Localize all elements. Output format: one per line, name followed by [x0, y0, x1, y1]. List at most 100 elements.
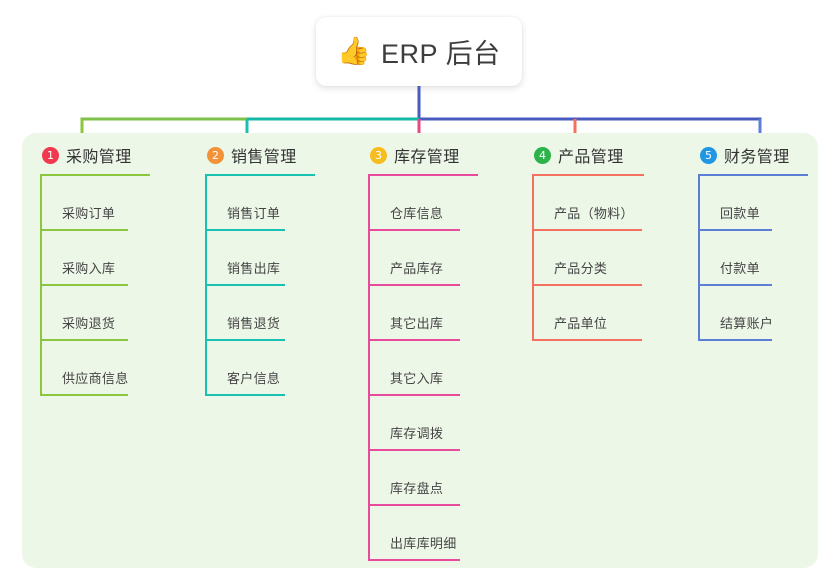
leaf-node-label: 其它入库 [390, 371, 444, 386]
branch-column: 4 产品管理产品（物料） 产品分类产品单位 [532, 143, 644, 341]
branch-spine [698, 176, 700, 341]
leaf-node-label: 客户信息 [227, 371, 281, 386]
leaf-node-rule [532, 229, 642, 231]
leaf-node-label: 销售退货 [227, 316, 281, 331]
branch-header[interactable]: 1 采购管理 [40, 143, 150, 167]
branch-leaf-list: 采购订单采购入库采购退货供应商信息 [40, 176, 150, 396]
leaf-node-label: 采购入库 [62, 261, 116, 276]
leaf-node-label: 销售出库 [227, 261, 281, 276]
branch-header-rule [532, 174, 644, 176]
leaf-node-rule [368, 394, 460, 396]
leaf-node[interactable]: 采购入库 [40, 231, 150, 286]
leaf-node-label: 出库库明细 [390, 536, 457, 551]
leaf-node-label: 产品单位 [554, 316, 608, 331]
leaf-node[interactable]: 其它出库 [368, 286, 478, 341]
leaf-node[interactable]: 出库库明细 [368, 506, 478, 561]
branch-header-rule [698, 174, 808, 176]
leaf-node-rule [40, 339, 128, 341]
branch-index-badge: 2 [207, 146, 224, 164]
leaf-node[interactable]: 结算账户 [698, 286, 808, 341]
branch-title: 采购管理 [66, 149, 132, 166]
leaf-node-label: 产品分类 [554, 261, 608, 276]
branch-column: 5 财务管理回款单付款单结算账户 [698, 143, 808, 341]
branch-column: 3 库存管理仓库信息产品库存其它出库其它入库库存调拨库存盘点出库库明细 [368, 143, 478, 561]
leaf-node[interactable]: 客户信息 [205, 341, 315, 396]
leaf-node[interactable]: 销售出库 [205, 231, 315, 286]
leaf-node-label: 供应商信息 [62, 371, 129, 386]
leaf-node-label: 销售订单 [227, 206, 281, 221]
leaf-node-rule [368, 504, 460, 506]
leaf-node-label: 采购订单 [62, 206, 116, 221]
leaf-node[interactable]: 销售订单 [205, 176, 315, 231]
branch-column: 1 采购管理采购订单采购入库采购退货供应商信息 [40, 143, 150, 396]
leaf-node-rule [698, 229, 772, 231]
leaf-node-rule [368, 284, 460, 286]
leaf-node-label: 产品（物料） [554, 206, 634, 221]
branch-title: 财务管理 [724, 149, 790, 166]
leaf-node-rule [368, 339, 460, 341]
leaf-node-rule [205, 339, 285, 341]
leaf-node-rule [698, 284, 772, 286]
branch-header-rule [40, 174, 150, 176]
leaf-node-rule [40, 284, 128, 286]
root-node-label: ERP 后台 [381, 39, 501, 69]
leaf-node-rule [368, 229, 460, 231]
branch-header[interactable]: 4 产品管理 [532, 143, 644, 167]
branch-header[interactable]: 3 库存管理 [368, 143, 478, 167]
thumbs-up-icon: 👍 [337, 36, 372, 66]
branch-spine [40, 176, 42, 396]
leaf-node-rule [368, 449, 460, 451]
leaf-node[interactable]: 其它入库 [368, 341, 478, 396]
leaf-node-label: 其它出库 [390, 316, 444, 331]
leaf-node-rule [698, 339, 772, 341]
branch-header[interactable]: 2 销售管理 [205, 143, 315, 167]
leaf-node-label: 库存调拨 [390, 426, 444, 441]
branch-leaf-list: 回款单付款单结算账户 [698, 176, 808, 341]
branch-index-badge: 5 [700, 146, 717, 164]
leaf-node-label: 采购退货 [62, 316, 116, 331]
leaf-node[interactable]: 产品分类 [532, 231, 644, 286]
branch-header-rule [205, 174, 315, 176]
leaf-node[interactable]: 库存调拨 [368, 396, 478, 451]
leaf-node-rule [205, 229, 285, 231]
branch-title: 产品管理 [558, 149, 624, 166]
leaf-node[interactable]: 采购订单 [40, 176, 150, 231]
leaf-node[interactable]: 仓库信息 [368, 176, 478, 231]
leaf-node[interactable]: 采购退货 [40, 286, 150, 341]
branch-index-badge: 1 [42, 146, 59, 164]
leaf-node[interactable]: 付款单 [698, 231, 808, 286]
root-node-card[interactable]: 👍 ERP 后台 [316, 17, 522, 86]
branches-panel [22, 133, 818, 568]
leaf-node-label: 回款单 [720, 206, 760, 221]
leaf-node[interactable]: 供应商信息 [40, 341, 150, 396]
leaf-node-label: 付款单 [720, 261, 760, 276]
branch-header[interactable]: 5 财务管理 [698, 143, 808, 167]
branch-title: 销售管理 [231, 149, 297, 166]
leaf-node-label: 结算账户 [720, 316, 774, 331]
leaf-node-label: 库存盘点 [390, 481, 444, 496]
branch-leaf-list: 销售订单销售出库销售退货客户信息 [205, 176, 315, 396]
leaf-node[interactable]: 产品库存 [368, 231, 478, 286]
leaf-node-rule [532, 339, 642, 341]
leaf-node[interactable]: 销售退货 [205, 286, 315, 341]
leaf-node-rule [40, 394, 128, 396]
leaf-node[interactable]: 回款单 [698, 176, 808, 231]
leaf-node[interactable]: 产品（物料） [532, 176, 644, 231]
branch-spine [368, 176, 370, 561]
branch-title: 库存管理 [394, 149, 460, 166]
leaf-node-rule [368, 559, 460, 561]
branch-index-badge: 3 [370, 146, 387, 164]
leaf-node-rule [205, 394, 285, 396]
branch-leaf-list: 仓库信息产品库存其它出库其它入库库存调拨库存盘点出库库明细 [368, 176, 478, 561]
leaf-node-rule [532, 284, 642, 286]
branch-leaf-list: 产品（物料） 产品分类产品单位 [532, 176, 644, 341]
leaf-node-rule [40, 229, 128, 231]
leaf-node[interactable]: 库存盘点 [368, 451, 478, 506]
branch-spine [205, 176, 207, 396]
branch-spine [532, 176, 534, 341]
branch-index-badge: 4 [534, 146, 551, 164]
leaf-node-label: 产品库存 [390, 261, 444, 276]
leaf-node-label: 仓库信息 [390, 206, 444, 221]
leaf-node[interactable]: 产品单位 [532, 286, 644, 341]
